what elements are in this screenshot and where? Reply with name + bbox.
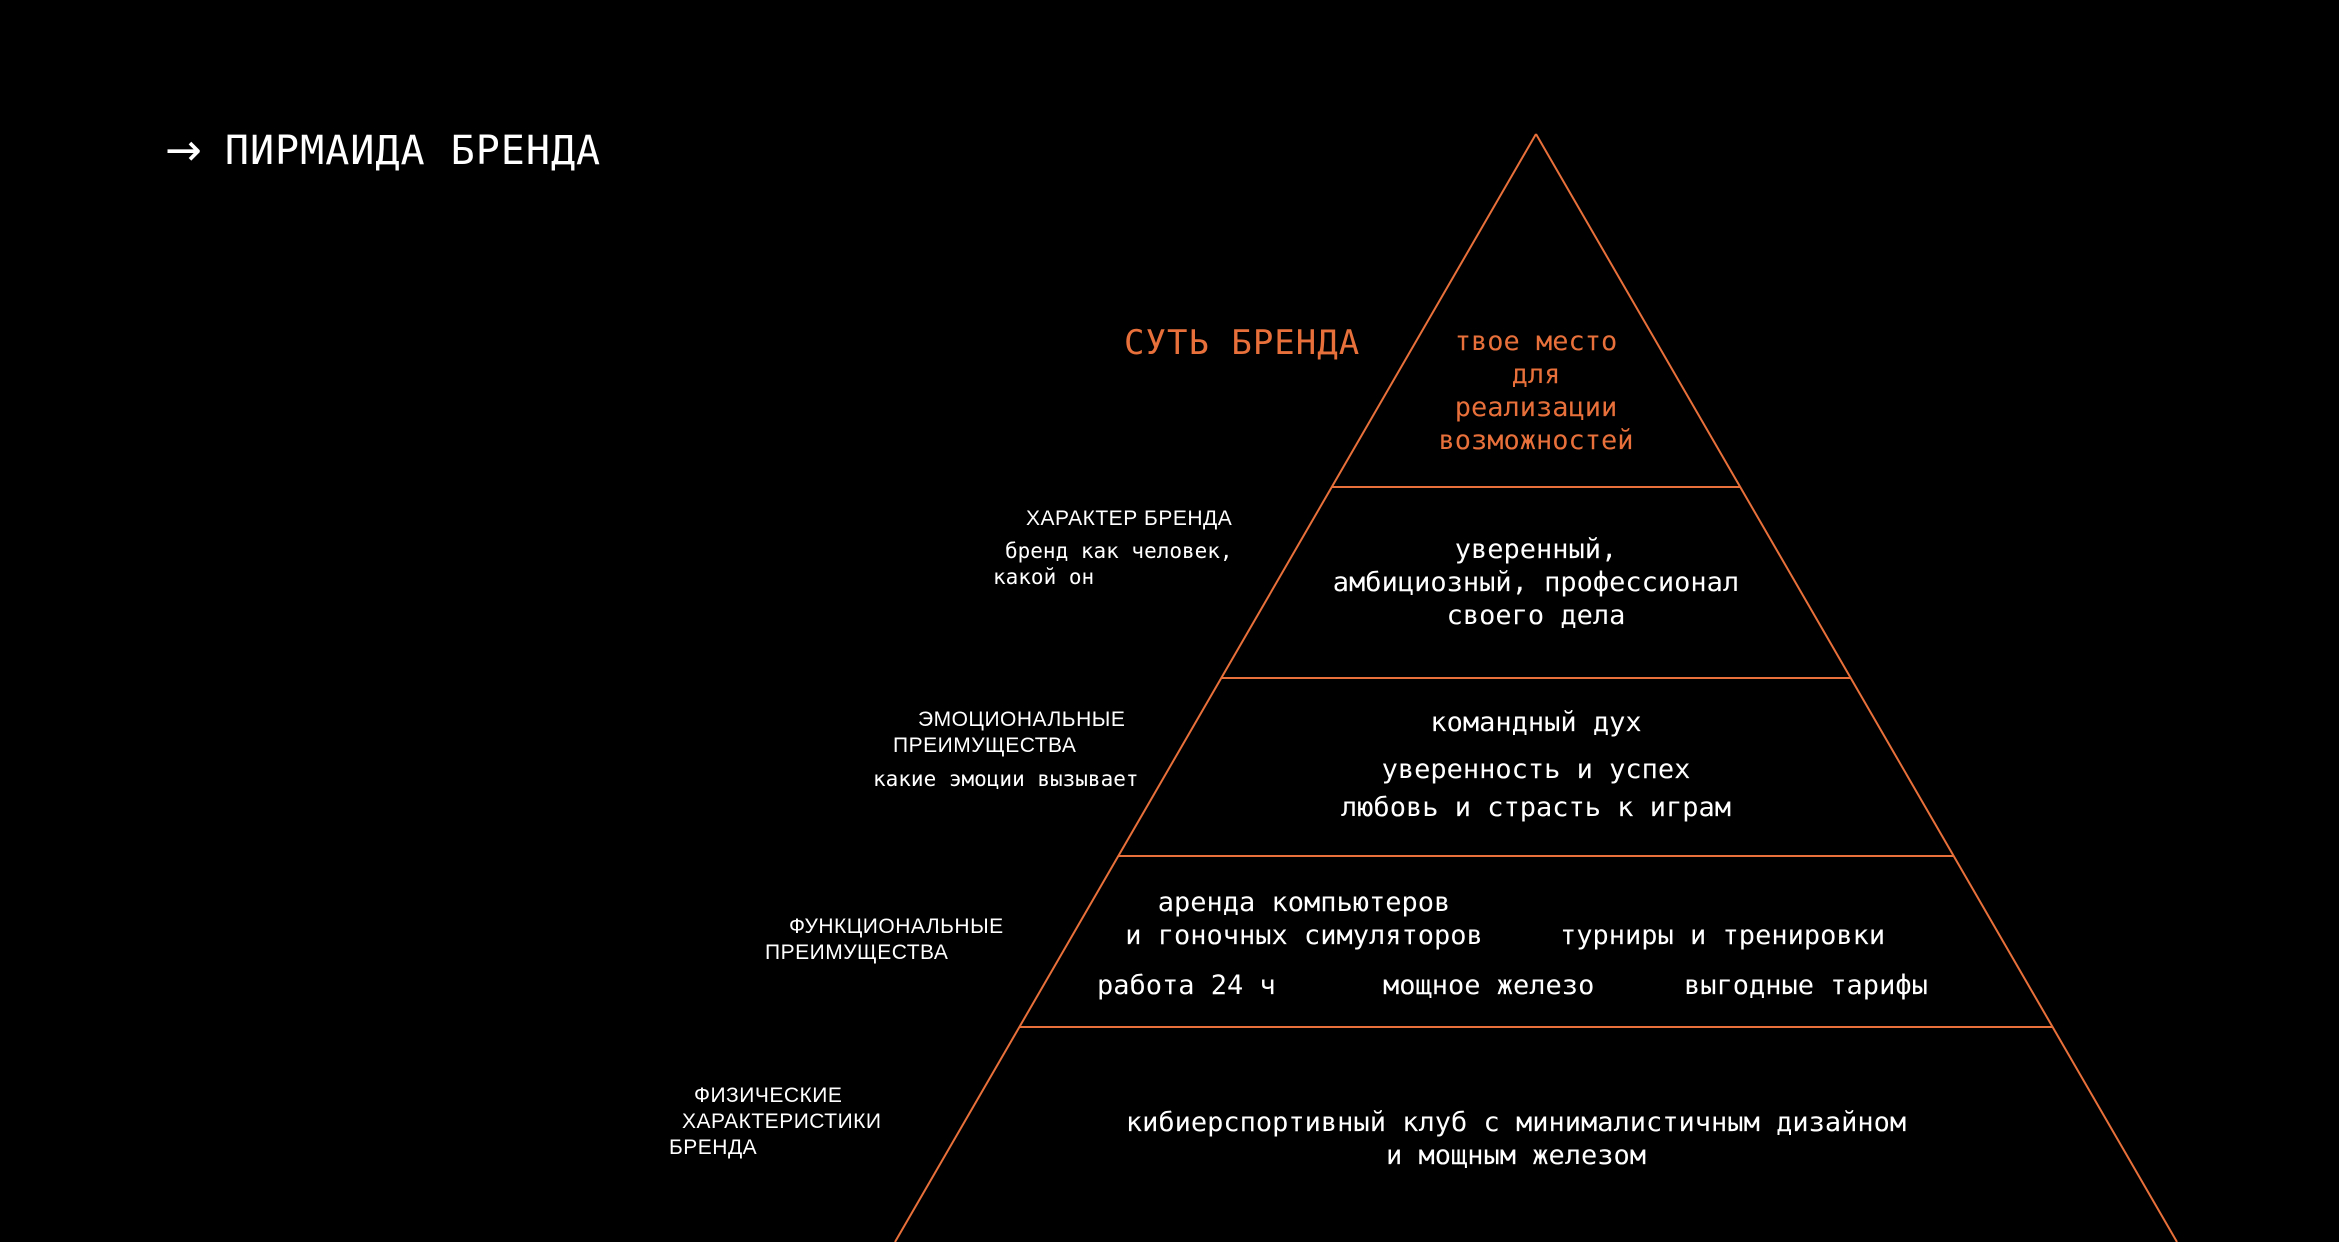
page-title: → ПИРМАИДА БРЕНДА <box>165 128 601 174</box>
physical-label-line: БРЕНДА <box>669 1136 758 1159</box>
physical-label-line: ХАРАКТЕРИСТИКИ <box>682 1110 882 1133</box>
page-title-text: ПИРМАИДА БРЕНДА <box>224 128 602 174</box>
character-text: уверенный, амбициозный, профессионал сво… <box>1286 533 1786 632</box>
character-sub-line: какой он <box>993 565 1095 589</box>
emotional-item-love: любовь и страсть к играм <box>1340 792 1732 823</box>
essence-line: для <box>1511 359 1561 390</box>
emotional-label-line: ПРЕИМУЩЕСТВА <box>893 734 1077 757</box>
character-sub-line: бренд как человек, <box>1005 539 1233 563</box>
essence-line: твое место <box>1454 326 1618 357</box>
functional-rental-line: аренда компьютеров <box>1157 887 1451 918</box>
physical-line: и мощным железом <box>1385 1140 1647 1171</box>
emotional-label-line: ЭМОЦИОНАЛЬНЫЕ <box>918 708 1126 731</box>
functional-label: ФУНКЦИОНАЛЬНЫЕ ПРЕИМУЩЕСТВА <box>765 914 1004 966</box>
functional-label-line: ФУНКЦИОНАЛЬНЫЕ <box>789 915 1004 938</box>
character-line: уверенный, <box>1454 534 1618 565</box>
character-line: своего дела <box>1446 600 1626 631</box>
physical-text: кибиерспортивный клуб с минималистичным … <box>1086 1106 1946 1172</box>
essence-line: реализации <box>1454 392 1618 423</box>
essence-text: твое место для реализации возможностей <box>1386 325 1686 457</box>
functional-item-tariffs: выгодные тарифы <box>1684 970 1928 1001</box>
character-label: ХАРАКТЕР БРЕНДА <box>1026 507 1233 530</box>
emotional-item-confidence: уверенность и успех <box>1381 754 1691 785</box>
emotional-sub: какие эмоции вызывает <box>873 767 1139 791</box>
functional-label-line: ПРЕИМУЩЕСТВА <box>765 941 949 964</box>
arrow-right-icon: → <box>165 125 203 176</box>
emotional-item-team-spirit: командный дух <box>1430 707 1642 738</box>
pyramid-right-edge <box>1535 133 2178 1242</box>
physical-line: кибиерспортивный клуб с минималистичным … <box>1125 1107 1907 1138</box>
functional-item-rental: аренда компьютеров и гоночных симуляторо… <box>1124 886 1484 952</box>
essence-label: СУТЬ БРЕНДА <box>1124 323 1361 363</box>
pyramid-left-edge <box>894 133 1537 1242</box>
physical-label-line: ФИЗИЧЕСКИЕ <box>694 1084 843 1107</box>
functional-rental-line: и гоночных симуляторов <box>1125 920 1483 951</box>
functional-item-hardware: мощное железо <box>1383 970 1595 1001</box>
character-line: амбициозный, профессионал <box>1332 567 1740 598</box>
character-sub: бренд как человек, какой он <box>993 538 1233 590</box>
essence-line: возможностей <box>1438 425 1634 456</box>
functional-item-tournaments: турниры и тренировки <box>1560 920 1886 951</box>
functional-item-hours: работа 24 ч <box>1097 970 1276 1001</box>
physical-label: ФИЗИЧЕСКИЕ ХАРАКТЕРИСТИКИ БРЕНДА <box>669 1083 882 1161</box>
emotional-label: ЭМОЦИОНАЛЬНЫЕ ПРЕИМУЩЕСТВА <box>893 707 1125 759</box>
